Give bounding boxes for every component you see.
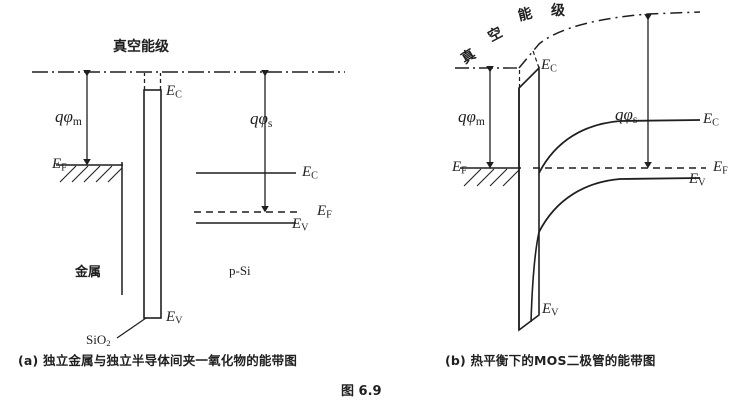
- figure-number: 图 6.9: [341, 384, 382, 399]
- semi-valence-curve-b: [538, 177, 701, 233]
- oxide-conduction-label-b: EC: [541, 57, 557, 75]
- semi-conduction-label-b: EC: [703, 111, 719, 129]
- semi-fermi-label-a: EF: [317, 203, 332, 221]
- semi-conduction-label-a: EC: [302, 164, 318, 182]
- metal-fermi-label-b: EF: [452, 159, 467, 177]
- semi-valence-label-b: EV: [689, 171, 706, 189]
- oxide-valence-label-a: EV: [166, 309, 183, 327]
- panel-b-graphics: [455, 11, 706, 332]
- metal-fermi-label-a: EF: [52, 156, 67, 174]
- oxide-material-label-a: SiO2: [86, 332, 111, 349]
- metal-material-label-a: 金属: [75, 265, 102, 280]
- electron-affinity-label-b: qφs: [615, 105, 638, 126]
- panel-b-caption: (b) 热平衡下的MOS二极管的能带图: [445, 353, 656, 368]
- oxide-leader-line-a: [116, 317, 147, 339]
- semi-conduction-curve-b: [538, 119, 701, 174]
- semi-valence-label-a: EV: [292, 216, 309, 234]
- semi-valence-lower-b: [530, 231, 540, 323]
- oxide-barrier-a: [143, 89, 162, 319]
- vacuum-level-curve-b: [518, 11, 701, 69]
- semi-workfunction-label-a: qφs: [250, 109, 273, 130]
- vacuum-level-label-a: 真空能级: [113, 39, 169, 55]
- metal-workfunction-label-b: qφm: [458, 107, 485, 128]
- panel-a-caption: (a) 独立金属与独立半导体间夹一氧化物的能带图: [18, 353, 298, 368]
- metal-workfunction-label-a: qφm: [55, 107, 82, 128]
- metal-hatch-b: [463, 168, 520, 187]
- oxide-right-riser-b: [531, 47, 540, 69]
- metal-hatch-a: [59, 165, 123, 183]
- panel-a-graphics: [32, 69, 345, 339]
- semi-fermi-label-b: EF: [713, 159, 728, 177]
- semiconductor-material-label-a: p-Si: [229, 263, 251, 278]
- vacuum-level-char-4-b: 级: [551, 3, 565, 19]
- oxide-barrier-b: [518, 66, 540, 332]
- oxide-conduction-label-a: EC: [166, 83, 182, 101]
- oxide-valence-label-b: EV: [542, 301, 559, 319]
